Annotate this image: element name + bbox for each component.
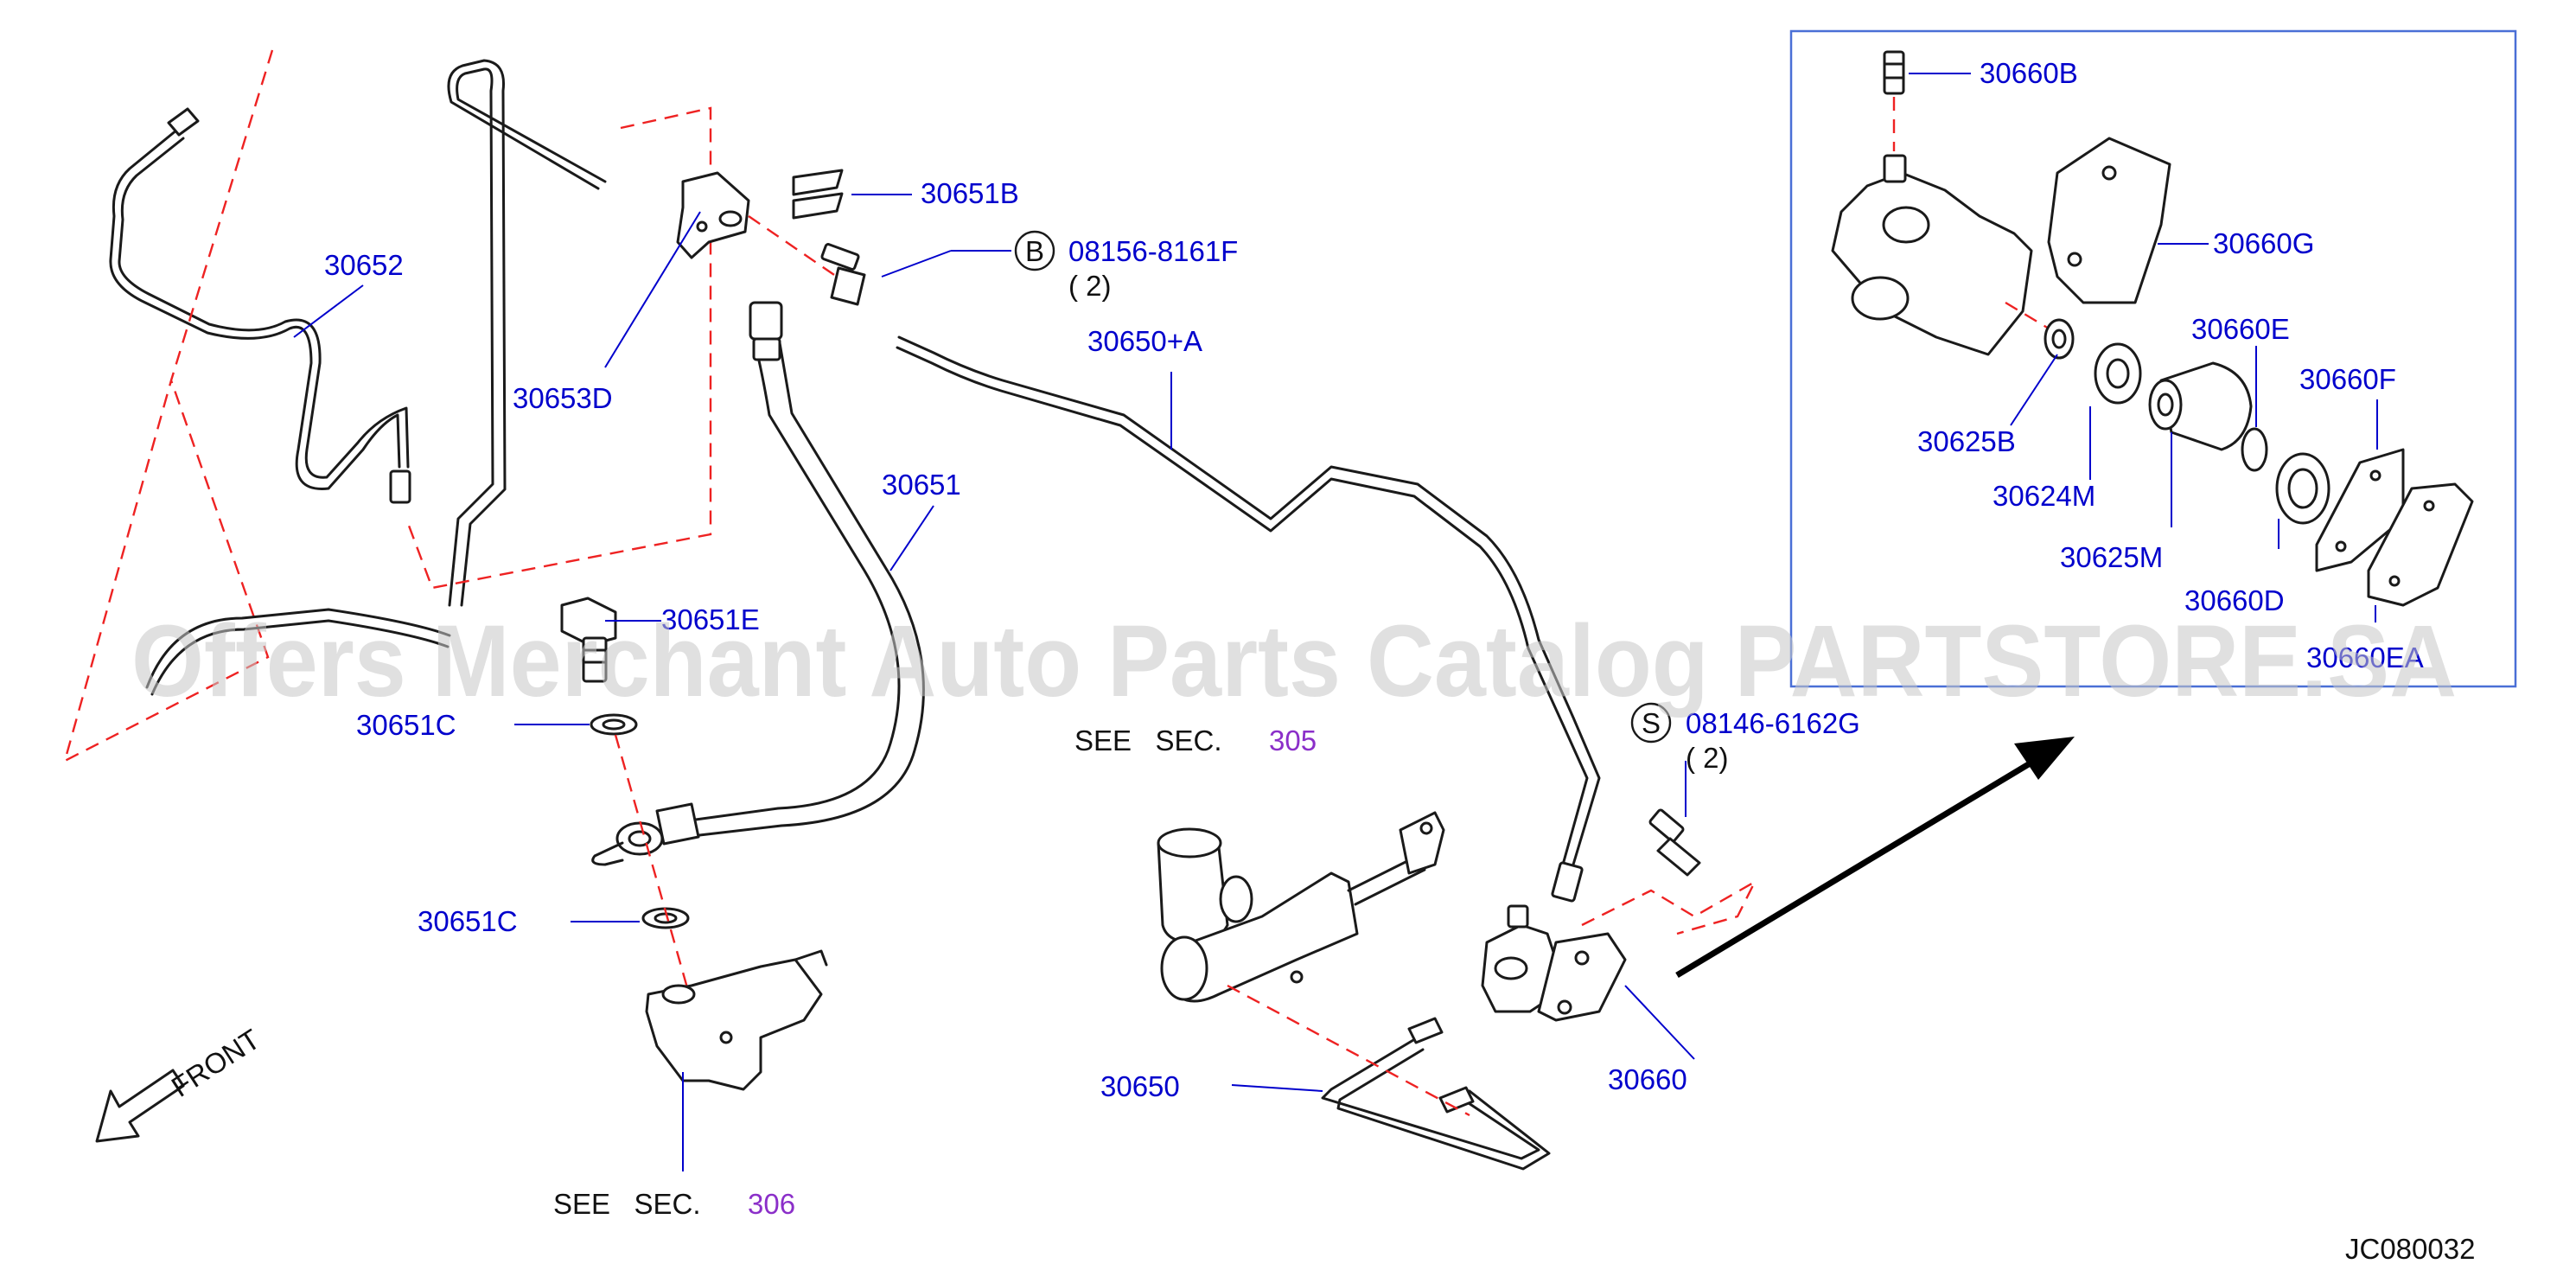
seal-30624M <box>2094 342 2142 405</box>
label-30624M: 30624M <box>1993 480 2095 512</box>
pipe-lower-left <box>145 608 451 696</box>
qty-08146: ( 2) <box>1686 742 1729 774</box>
piston-30625M <box>2148 361 2253 451</box>
front-label: FRONT <box>166 1023 265 1103</box>
label-30651C-lower: 30651C <box>418 905 518 937</box>
label-30660B: 30660B <box>1980 57 2078 89</box>
pipe-30650 <box>1321 1017 1551 1171</box>
arrow-to-detail-icon <box>1675 737 2075 979</box>
clip-30653D <box>676 171 750 259</box>
label-30650A: 30650+A <box>1087 325 1202 357</box>
label-30625M: 30625M <box>2060 541 2163 573</box>
union-bolt-30651E <box>560 597 617 683</box>
label-08156-8161F: 08156-8161F <box>1068 235 1238 267</box>
bleeder-30660B <box>1883 50 1905 95</box>
reference-dashed-triangle <box>63 49 274 763</box>
watermark-text: Offers Merchant Auto Parts Catalog PARTS… <box>131 604 2457 718</box>
plate-30660F <box>2315 448 2405 572</box>
see-sec-305-link[interactable]: 305 <box>1269 724 1317 756</box>
clutch-master-cylinder <box>1157 811 1445 1003</box>
label-30660D: 30660D <box>2184 584 2285 616</box>
bolt-08156 <box>820 243 866 306</box>
label-30652: 30652 <box>324 249 404 281</box>
wire-bracket <box>447 59 607 607</box>
operating-cylinder-30660 <box>1481 904 1627 1022</box>
label-30660E: 30660E <box>2191 313 2290 345</box>
hose-30651 <box>591 301 925 866</box>
front-arrow-icon <box>95 1069 185 1143</box>
b-marker-circle <box>1014 230 1055 271</box>
label-30651E: 30651E <box>661 603 760 635</box>
plate-30660EA <box>2367 482 2474 607</box>
dashed-bolt-line <box>748 215 838 278</box>
label-30660EA: 30660EA <box>2306 642 2424 673</box>
label-30651C-upper: 30651C <box>356 709 456 741</box>
qty-08156: ( 2) <box>1068 270 1112 302</box>
clutch-slave-cylinder <box>645 949 828 1091</box>
spacer-30660D <box>2275 452 2331 525</box>
bolt-08146 <box>1648 808 1701 877</box>
label-30653D: 30653D <box>513 382 613 414</box>
see-sec-306-text: SEE SEC. <box>553 1188 701 1220</box>
boot-30625B <box>2044 318 2075 360</box>
dashed-washer-line <box>614 734 693 1004</box>
s-marker: S <box>1642 707 1661 739</box>
bracket-dashed-outline <box>405 106 712 590</box>
label-30651: 30651 <box>882 469 961 501</box>
pipe-30652 <box>109 107 411 504</box>
clip-30651B <box>792 169 844 220</box>
detail-inset-frame <box>1789 29 2517 688</box>
label-30660F: 30660F <box>2299 363 2396 395</box>
b-marker: B <box>1025 235 1044 267</box>
see-sec-306-link[interactable]: 306 <box>748 1188 795 1220</box>
washer-30660E <box>2241 427 2268 472</box>
cylinder-body <box>1831 154 2033 356</box>
label-30660G: 30660G <box>2213 227 2314 259</box>
label-08146-6162G: 08146-6162G <box>1686 707 1860 739</box>
leader-lines <box>293 73 2378 1171</box>
dashed-cylinder-outline <box>1581 878 1757 935</box>
pipe-30650A <box>896 335 1601 903</box>
label-30650: 30650 <box>1100 1070 1180 1102</box>
dashed-master-line <box>1227 984 1470 1117</box>
label-30625B: 30625B <box>1917 425 2016 457</box>
see-sec-305-text: SEE SEC. <box>1074 724 1222 756</box>
label-30660: 30660 <box>1608 1063 1687 1095</box>
label-30651B: 30651B <box>921 177 1019 209</box>
cover-30660G <box>2047 137 2171 304</box>
diagram-code: JC080032 <box>2345 1233 2475 1265</box>
s-marker-circle <box>1630 702 1672 744</box>
